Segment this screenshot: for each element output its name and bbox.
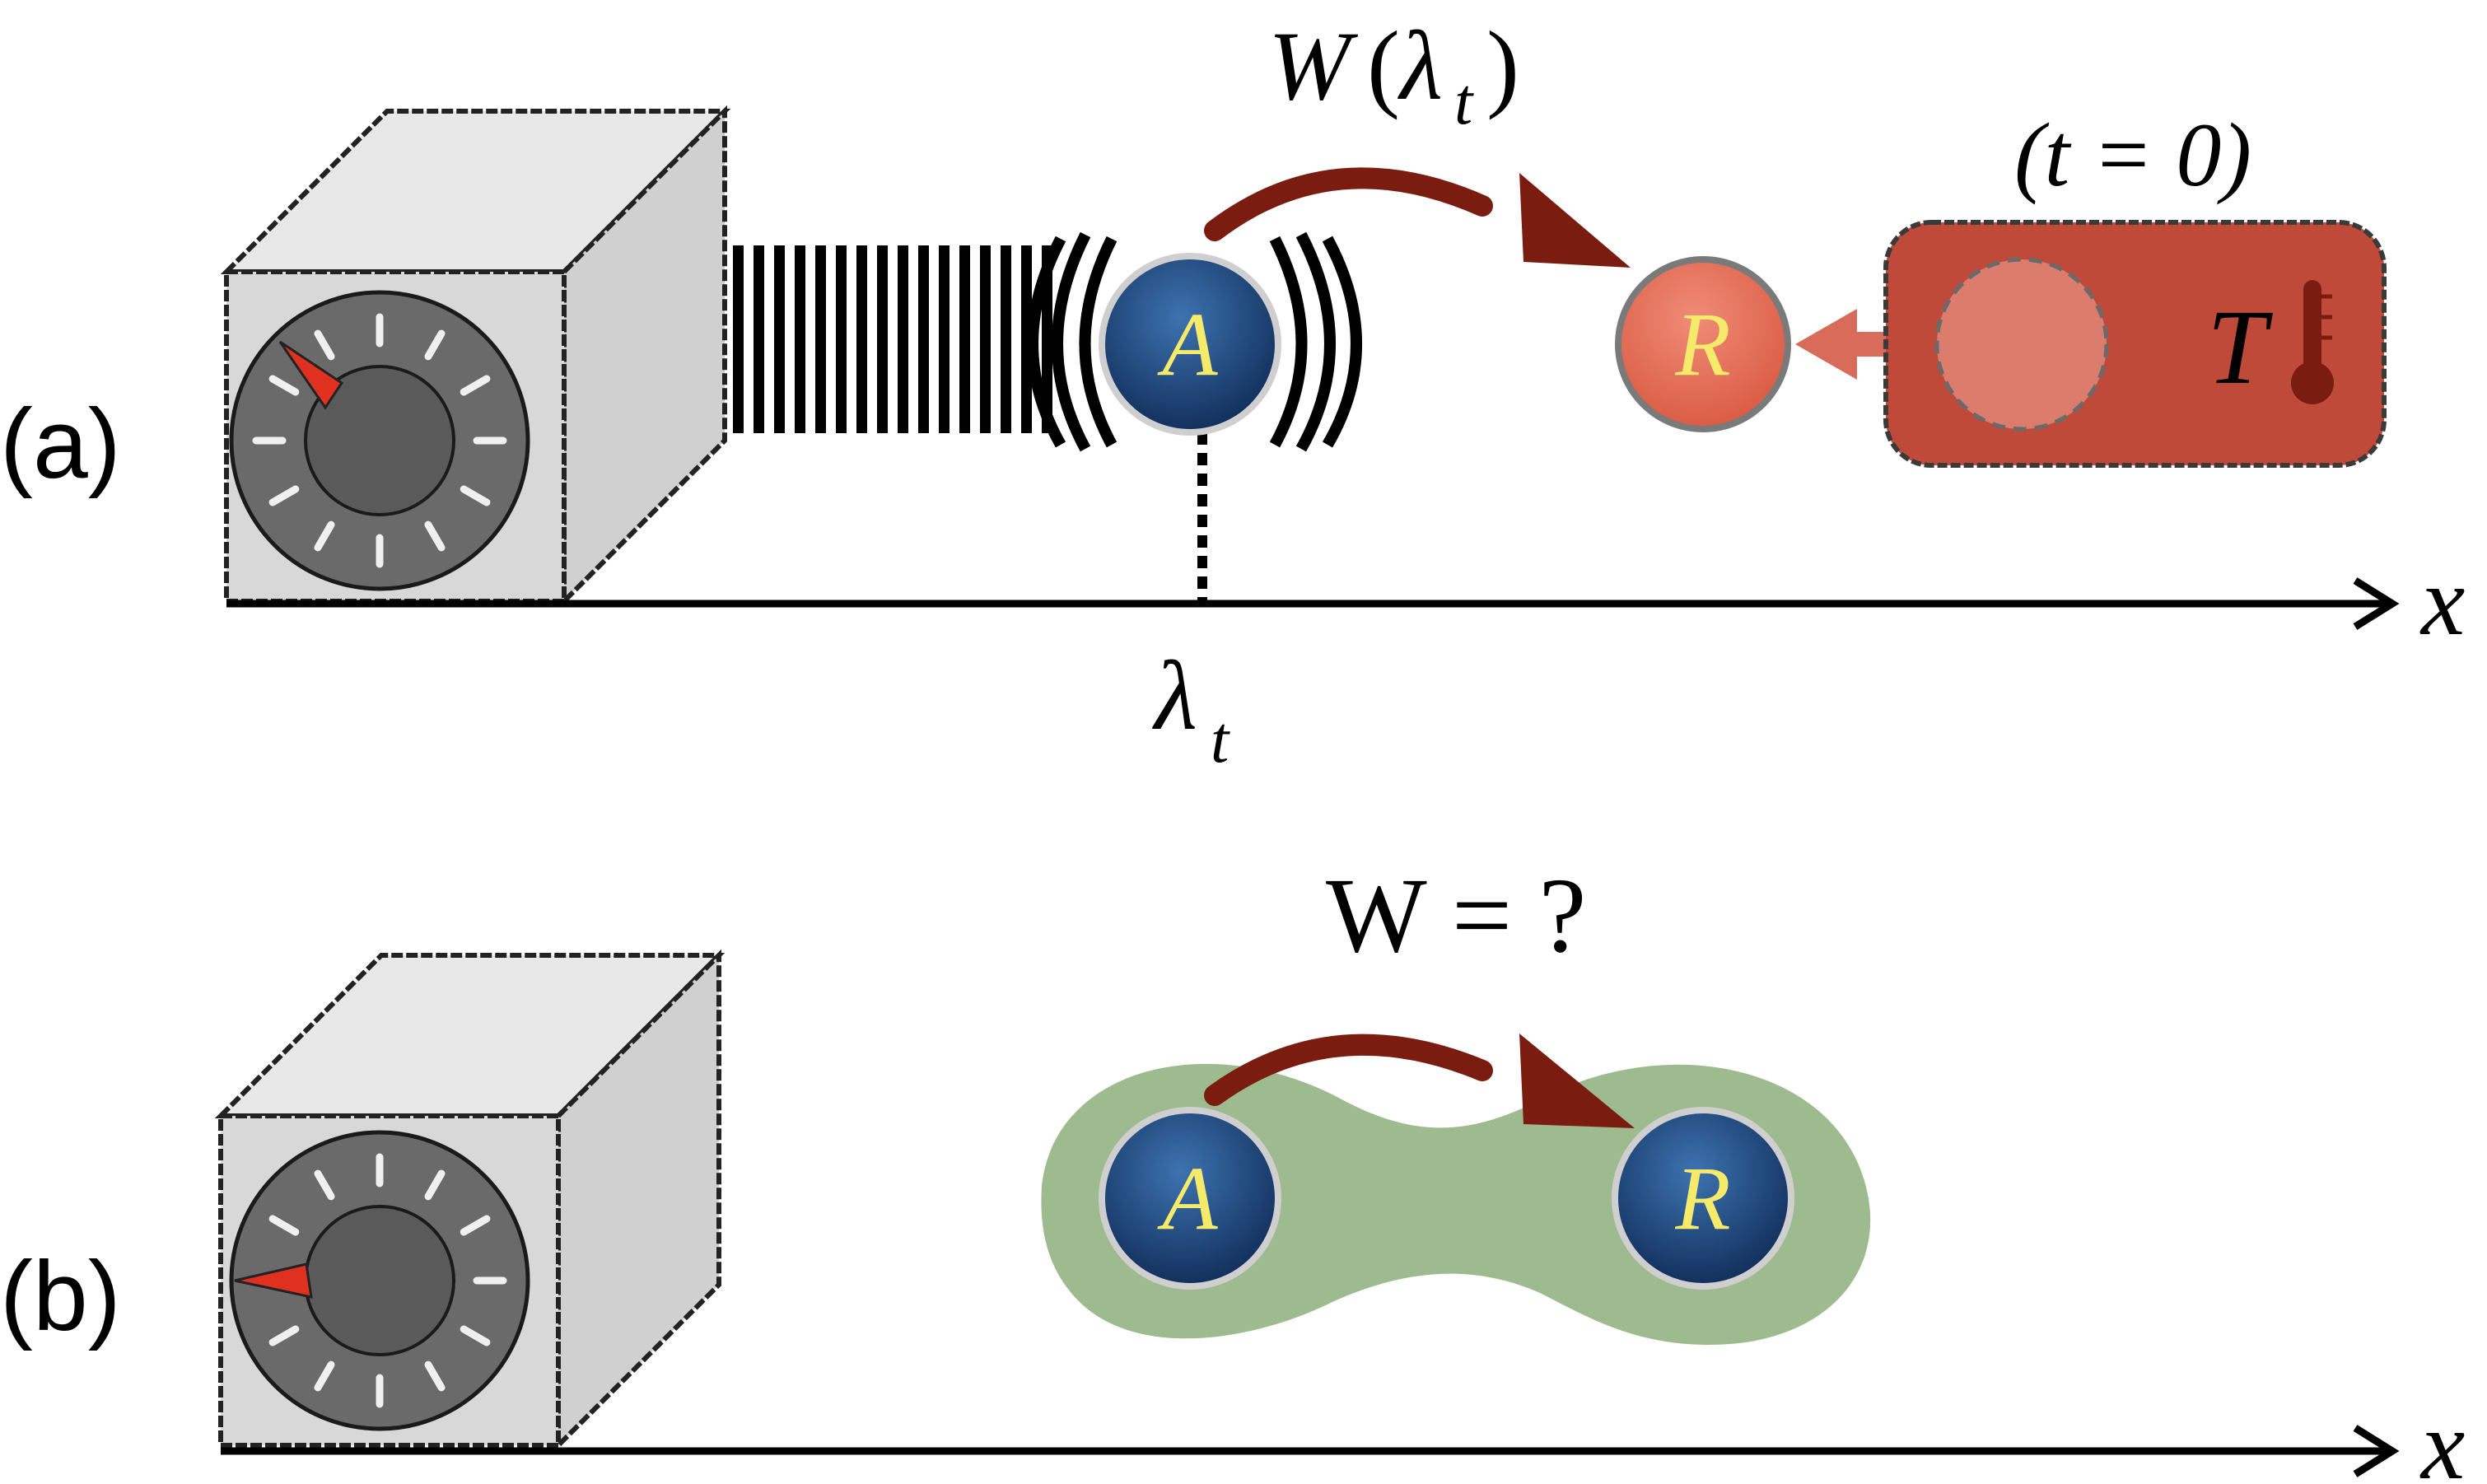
wave-bar [1021, 245, 1032, 433]
panel-b: (b) W = ? A R [0, 856, 2465, 1484]
dial-tick [268, 1215, 300, 1236]
wave-bar [918, 245, 929, 433]
dial-tick [460, 1325, 491, 1346]
dial-tick [424, 1360, 446, 1392]
wave-bar [898, 245, 908, 433]
dial-tick [314, 520, 335, 552]
wave-bar [856, 245, 867, 433]
dial-tick [424, 329, 446, 361]
panel-a-label: (a) [0, 389, 121, 499]
particle-a-label: A [1156, 294, 1218, 394]
wave-bar [795, 245, 805, 433]
particle-r: R [1612, 1107, 1794, 1290]
wave-bar [815, 245, 826, 433]
dial-tick [314, 1360, 335, 1392]
dial-tick [268, 1325, 300, 1346]
wave-bar [939, 245, 950, 433]
device-box-icon [220, 105, 731, 608]
work-open-paren: ( [1367, 11, 1400, 120]
field-wave-icon [733, 231, 1362, 452]
dial-tick [424, 520, 446, 552]
dial-tick [268, 375, 300, 396]
work-lambda: λ [1397, 11, 1443, 120]
device-box-icon [214, 949, 726, 1452]
heat-bath-icon: T [1883, 220, 2387, 468]
thermometer-icon [2291, 280, 2334, 404]
particle-a: A [1099, 1107, 1281, 1290]
dial-tick [314, 329, 335, 361]
wave-bar [774, 245, 785, 433]
dial-knob-icon [229, 290, 530, 591]
work-label: W ( λ t ) [1268, 11, 1519, 138]
wave-bar [1001, 245, 1011, 433]
particle-r-label: R [1674, 294, 1730, 394]
temperature-label: T [2207, 288, 2273, 407]
transfer-arrow [1204, 1034, 1635, 1128]
dial-tick [314, 1169, 335, 1201]
axis-b-label: x [2419, 1390, 2465, 1484]
time-label: (t = 0) [2014, 105, 2251, 205]
panel-a: (a) [0, 11, 2465, 777]
wave-bar [980, 245, 991, 433]
axis-a: x [226, 546, 2465, 656]
dial-tick [460, 1215, 491, 1236]
transfer-arrow [1204, 167, 1631, 268]
particle-r: R [1615, 256, 1791, 432]
wave-bar [733, 245, 744, 433]
wave-bar [877, 245, 888, 433]
dial-tick [460, 485, 491, 506]
particle-a: A [1099, 253, 1281, 436]
work-close-paren: ) [1486, 11, 1519, 120]
wave-bar [754, 245, 764, 433]
wave-bar [959, 245, 970, 433]
particle-r-label: R [1674, 1148, 1730, 1248]
dial-tick [268, 485, 300, 506]
work-w: W [1268, 11, 1359, 120]
position-lambda: λ [1152, 641, 1197, 750]
axis-a-label: x [2419, 546, 2465, 656]
dial-tick [460, 375, 491, 396]
work-subscript: t [1454, 66, 1474, 138]
particle-a-label: A [1156, 1148, 1218, 1248]
panel-b-label: (b) [0, 1241, 121, 1351]
work-question: W = ? [1326, 856, 1586, 975]
dial-tick [424, 1169, 446, 1201]
axis-b: x [221, 1390, 2465, 1484]
wave-bar [836, 245, 847, 433]
position-subscript: t [1211, 704, 1230, 777]
dial-knob-icon [229, 1130, 530, 1431]
